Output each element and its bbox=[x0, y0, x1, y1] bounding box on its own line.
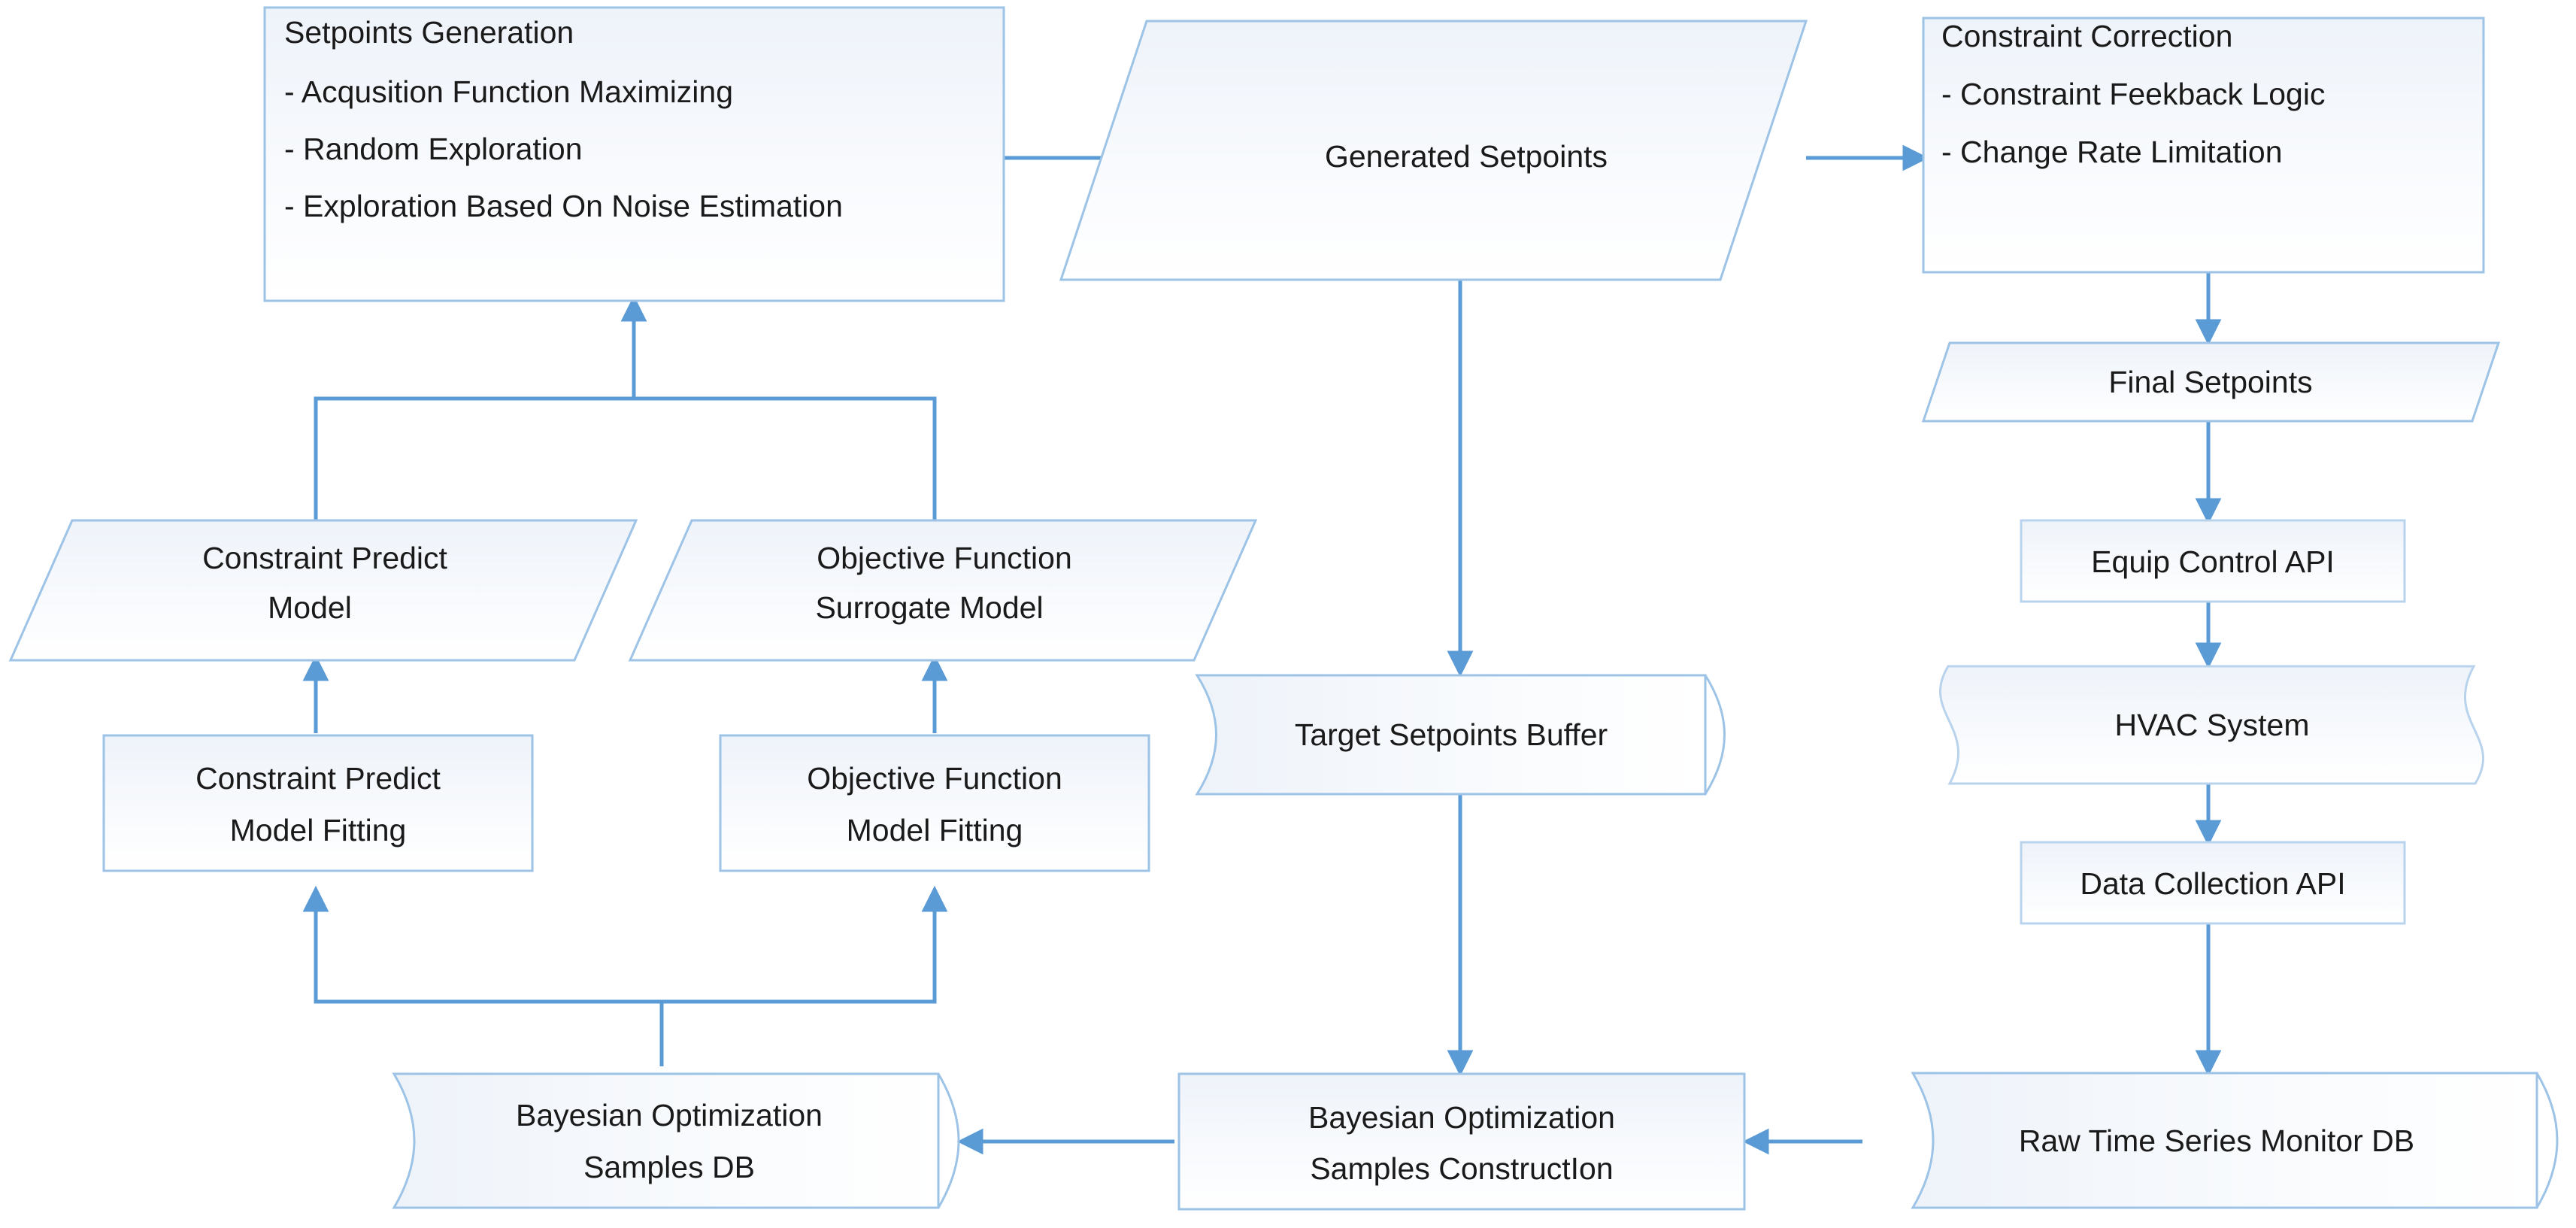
target-buffer-cap bbox=[1704, 675, 1726, 795]
samples-db-body bbox=[392, 1072, 940, 1209]
node-generated-setpoints[interactable]: Generated Setpoints bbox=[1059, 20, 1808, 281]
surrogate-model-shape bbox=[628, 519, 1258, 662]
node-constraint-predict-model[interactable]: Constraint Predict Model bbox=[8, 519, 638, 662]
hvac-system-label: HVAC System bbox=[2115, 708, 2310, 742]
equip-control-api-shape bbox=[2020, 519, 2406, 603]
surrogate-model-line-1: Surrogate Model bbox=[815, 590, 1043, 625]
edge-samples-db-to-objective-model-fitting bbox=[662, 885, 948, 1004]
setpoints-generation-line-0: Setpoints Generation bbox=[284, 15, 574, 50]
raw-db-cap bbox=[2535, 1072, 2559, 1208]
node-bayesian-samples-db[interactable]: Bayesian Optimization Samples DB bbox=[392, 1072, 960, 1209]
generated-setpoints-label: Generated Setpoints bbox=[1325, 139, 1608, 174]
node-hvac-system[interactable]: HVAC System bbox=[1939, 665, 2484, 785]
constraint-correction-shape bbox=[1922, 17, 2485, 274]
constraint-correction-line-2: - Change Rate Limitation bbox=[1941, 135, 2283, 169]
objective-model-fitting-line-0: Objective Function bbox=[807, 761, 1062, 796]
node-final-setpoints[interactable]: Final Setpoints bbox=[1921, 341, 2501, 423]
setpoints-generation-line-2: - Random Exploration bbox=[284, 132, 583, 166]
equip-control-api-label: Equip Control API bbox=[2091, 544, 2335, 579]
samples-db-line-1: Samples DB bbox=[583, 1150, 755, 1184]
edge-surrogate-model-to-setpoints-generation bbox=[634, 396, 937, 520]
connector-layer bbox=[302, 144, 2222, 1155]
node-setpoints-generation[interactable]: Setpoints Generation - Acqusition Functi… bbox=[263, 6, 1005, 302]
samples-construction-line-1: Samples ConstructIon bbox=[1310, 1151, 1613, 1186]
node-equip-control-api[interactable]: Equip Control API bbox=[2020, 519, 2406, 603]
target-buffer-body bbox=[1195, 674, 1707, 796]
node-raw-time-series-monitor-db[interactable]: Raw Time Series Monitor DB bbox=[1911, 1072, 2559, 1209]
edge-constraint-predict-model-to-setpoints-generation bbox=[314, 295, 647, 520]
generated-setpoints-shape bbox=[1059, 20, 1808, 281]
constraint-predict-model-line-0: Constraint Predict bbox=[202, 541, 447, 575]
edge-samples-db-to-constraint-model-fitting bbox=[302, 885, 664, 1066]
node-constraint-predict-model-fitting[interactable]: Constraint Predict Model Fitting bbox=[102, 734, 534, 872]
setpoints-generation-line-1: - Acqusition Function Maximizing bbox=[284, 74, 733, 109]
constraint-model-fitting-line-0: Constraint Predict bbox=[195, 761, 441, 796]
constraint-predict-model-shape bbox=[8, 519, 638, 662]
raw-db-label: Raw Time Series Monitor DB bbox=[2019, 1123, 2414, 1158]
final-setpoints-shape bbox=[1921, 341, 2501, 423]
data-collection-api-label: Data Collection API bbox=[2080, 866, 2345, 901]
objective-model-fitting-line-1: Model Fitting bbox=[847, 813, 1023, 847]
node-objective-function-model-fitting[interactable]: Objective Function Model Fitting bbox=[719, 734, 1150, 872]
constraint-correction-line-1: - Constraint Feekback Logic bbox=[1941, 77, 2325, 111]
objective-model-fitting-shape bbox=[719, 734, 1150, 872]
constraint-correction-line-0: Constraint Correction bbox=[1941, 19, 2232, 53]
setpoints-generation-line-3: - Exploration Based On Noise Estimation bbox=[284, 189, 843, 223]
samples-construction-shape bbox=[1177, 1072, 1746, 1211]
node-constraint-correction[interactable]: Constraint Correction - Constraint Feekb… bbox=[1922, 17, 2485, 274]
surrogate-model-line-0: Objective Function bbox=[817, 541, 1072, 575]
node-data-collection-api[interactable]: Data Collection API bbox=[2020, 841, 2406, 925]
node-target-setpoints-buffer[interactable]: Target Setpoints Buffer bbox=[1195, 674, 1726, 796]
node-bayesian-samples-construction[interactable]: Bayesian Optimization Samples ConstructI… bbox=[1177, 1072, 1746, 1211]
samples-db-line-0: Bayesian Optimization bbox=[516, 1098, 823, 1132]
constraint-model-fitting-line-1: Model Fitting bbox=[230, 813, 407, 847]
constraint-model-fitting-shape bbox=[102, 734, 534, 872]
target-buffer-label: Target Setpoints Buffer bbox=[1295, 717, 1608, 752]
hvac-system-shape bbox=[1939, 665, 2484, 785]
data-collection-api-shape bbox=[2020, 841, 2406, 925]
final-setpoints-label: Final Setpoints bbox=[2108, 365, 2312, 399]
setpoints-generation-shape bbox=[263, 6, 1005, 302]
constraint-predict-model-line-1: Model bbox=[268, 590, 352, 625]
raw-db-body bbox=[1911, 1072, 2538, 1209]
node-objective-function-surrogate-model[interactable]: Objective Function Surrogate Model bbox=[628, 519, 1258, 662]
samples-construction-line-0: Bayesian Optimization bbox=[1308, 1100, 1615, 1135]
samples-db-cap bbox=[937, 1073, 960, 1208]
